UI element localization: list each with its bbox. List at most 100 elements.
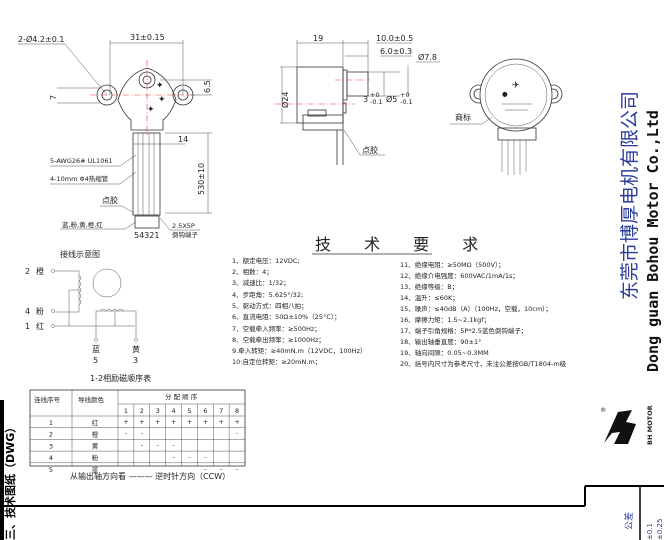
sequence-cell: +	[171, 418, 176, 426]
svg-text:18、输出轴垂直度：90±1°: 18、输出轴垂直度：90±1°	[400, 337, 481, 346]
svg-text:5: 5	[93, 356, 98, 365]
wire-colors: 蓝,粉,黄,橙,红	[62, 220, 103, 229]
glue-label-side: 点胶	[362, 145, 378, 155]
sequence-cell: -	[172, 453, 175, 461]
sequence-cell: -	[157, 441, 160, 449]
wire-width-dim: 14	[178, 135, 188, 144]
glue-label: 点胶	[102, 195, 118, 205]
step-header: 4	[171, 407, 175, 415]
sequence-cell: +	[187, 418, 192, 426]
svg-text:+0: +0	[370, 91, 380, 99]
row-number: 3	[49, 442, 53, 450]
tech-requirements-title: 技 术 要 求	[315, 235, 492, 254]
sequence-cell: +	[139, 418, 144, 426]
svg-text:13、绝缘等级：B；: 13、绝缘等级：B；	[400, 282, 458, 291]
svg-text:1、额定电压：12VDC;: 1、额定电压：12VDC;	[232, 256, 300, 265]
company-name-en: Dong guan Bohou Motor Co.,Ltd	[644, 110, 662, 372]
row-color: 粉	[92, 453, 99, 462]
svg-text:2: 2	[25, 267, 30, 276]
lead-wires	[132, 132, 161, 229]
svg-text:10:自定位转矩：≥20mN.m；: 10:自定位转矩：≥20mN.m；	[232, 357, 321, 366]
svg-text:1: 1	[25, 322, 30, 331]
svg-text:橙: 橙	[36, 266, 44, 276]
svg-text:导线颜色: 导线颜色	[78, 395, 105, 404]
side-title: 三、技术图纸（DWG）	[3, 422, 17, 540]
boss-dia-dim: Ø7.8	[418, 52, 437, 62]
row-number: 1	[49, 419, 53, 427]
svg-text:接线示意图: 接线示意图	[60, 249, 100, 259]
row-number: 4	[49, 454, 53, 462]
sequence-cell: +	[203, 418, 208, 426]
sequence-cell: +	[218, 418, 223, 426]
step-header: 7	[219, 407, 223, 415]
svg-text:6、直流电阻：50Ω±10%（25°C）；: 6、直流电阻：50Ω±10%（25°C）；	[232, 312, 341, 321]
svg-text:8、空载牵出频率：≥1000Hz；: 8、空载牵出频率：≥1000Hz；	[232, 335, 325, 344]
svg-text:4、步距角：5.625°/32;: 4、步距角：5.625°/32;	[232, 290, 303, 299]
shaft-dia-dim: Ø5	[386, 94, 397, 104]
ear-offset-dim: 7	[49, 95, 58, 100]
svg-text:分 配 顺 序: 分 配 顺 序	[165, 392, 198, 401]
step-header: 8	[235, 407, 239, 415]
label-view: ● ✈ 商标	[450, 58, 563, 175]
step-header: 3	[156, 407, 160, 415]
svg-text:-0.1: -0.1	[370, 98, 383, 106]
svg-text:12、绝缘介电强度：600VAC/1mA/1s；: 12、绝缘介电强度：600VAC/1mA/1s；	[400, 271, 519, 280]
svg-text:14、温升：≤60K；: 14、温升：≤60K；	[400, 293, 459, 302]
label-logo-icon: ✈	[512, 81, 520, 91]
svg-text:16、摩擦力矩：1.5~2.1kgf；: 16、摩擦力矩：1.5~2.1kgf；	[400, 315, 490, 324]
tolerance-label: 公差	[623, 512, 635, 530]
sequence-cell: -	[125, 430, 128, 438]
svg-text:17、端子引角规格：5P*2.5蓝色倒钩端子；: 17、端子引角规格：5P*2.5蓝色倒钩端子；	[400, 326, 527, 335]
svg-text:±0.1: ±0.1	[646, 523, 654, 540]
svg-text:连线序号: 连线序号	[34, 395, 61, 404]
svg-text:4: 4	[25, 307, 30, 316]
sequence-cell: +	[234, 418, 239, 426]
front-view: 31±0.15 2-Ø4.2±0.1 ✦✦✦ 7 6.5 14 530±10 5…	[18, 33, 212, 240]
sequence-cell: -	[188, 453, 191, 461]
requirements-left: 1、额定电压：12VDC; 2、相数：4； 3、减速比：1/32； 4、步距角：…	[232, 256, 366, 366]
row-color: 黄	[92, 441, 99, 450]
sequence-cell: -	[236, 430, 239, 438]
svg-text:5、驱动方式：四相八拍；: 5、驱动方式：四相八拍；	[232, 301, 308, 310]
wire-spec: 5-AWG26# UL1061	[50, 157, 113, 165]
svg-text:✦: ✦	[158, 95, 166, 105]
step-header: 2	[140, 407, 144, 415]
svg-text:15、噪声：≤40dB（A）（100Hz，空载，10cm）；: 15、噪声：≤40dB（A）（100Hz，空载，10cm）；	[400, 304, 552, 313]
requirements-right: 11、绝缘电阻：≥50MΩ（500V）； 12、绝缘介电强度：600VAC/1m…	[400, 260, 567, 368]
shaft-offset-dim: 6.5	[203, 80, 212, 93]
flat-length-dim: 6.0±0.3	[380, 47, 412, 56]
svg-text:3、减速比：1/32；: 3、减速比：1/32；	[232, 278, 290, 287]
sequence-cell: -	[204, 465, 207, 473]
trademark-label: 商标	[455, 112, 471, 122]
svg-text:●: ●	[502, 90, 508, 98]
rotation-note: 从输出轴方向看 ——— 逆时针方向（CCW）	[70, 471, 230, 481]
row-color: 红	[92, 418, 99, 427]
hole-dim: 2-Ø4.2±0.1	[18, 34, 64, 44]
svg-text:+0: +0	[400, 91, 410, 99]
step-header: 1	[124, 407, 128, 415]
svg-text:粉: 粉	[36, 306, 44, 316]
svg-text:±0.25: ±0.25	[656, 519, 664, 540]
row-number: 5	[49, 466, 53, 474]
svg-text:蓝: 蓝	[92, 344, 100, 354]
svg-text:9.牵入转矩：≥40mN.m（12VDC，100Hz）: 9.牵入转矩：≥40mN.m（12VDC，100Hz）	[232, 346, 366, 355]
lead-length-dim: 530±10	[197, 163, 206, 195]
step-header: 5	[187, 407, 191, 415]
svg-text:✦: ✦	[156, 81, 164, 91]
width-dim: 31±0.15	[130, 33, 165, 42]
body-dia-dim: Ø24	[280, 92, 290, 108]
sequence-cell: +	[155, 418, 160, 426]
flat-dim: 3	[363, 95, 368, 104]
sequence-cell: +	[123, 418, 128, 426]
svg-text:✦: ✦	[147, 105, 155, 115]
sequence-cell: -	[172, 441, 175, 449]
step-header: 6	[203, 407, 207, 415]
body-length-dim: 19	[313, 34, 323, 43]
svg-text:红: 红	[36, 321, 44, 331]
svg-text:BH MOTOR: BH MOTOR	[646, 405, 654, 445]
svg-text:2、相数：4；: 2、相数：4；	[232, 267, 273, 276]
pin-numbers: 54321	[134, 231, 159, 240]
sequence-cell: -	[220, 465, 223, 473]
